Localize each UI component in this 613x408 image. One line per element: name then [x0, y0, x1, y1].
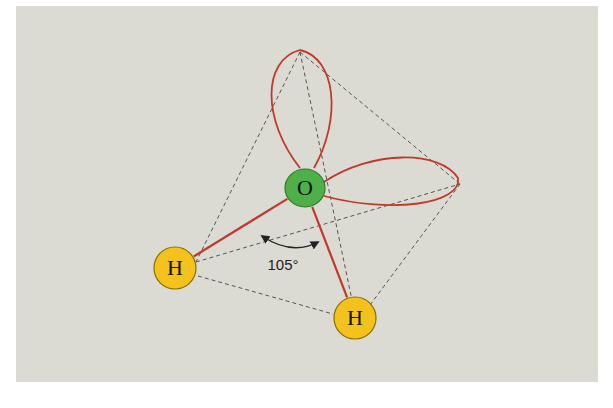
- bond-line: [312, 207, 347, 298]
- tetrahedron-edges: [196, 52, 460, 314]
- bond-line: [194, 199, 288, 257]
- atom-symbol: H: [153, 246, 197, 290]
- oxygen-atom: O: [284, 168, 326, 208]
- hydrogen-atom: H: [153, 246, 197, 290]
- hydrogen-atom: H: [333, 296, 377, 340]
- angle-label: 105°: [265, 256, 300, 273]
- atom-symbol: O: [284, 168, 326, 208]
- angle-arc: [262, 236, 318, 248]
- atom-symbol: H: [333, 296, 377, 340]
